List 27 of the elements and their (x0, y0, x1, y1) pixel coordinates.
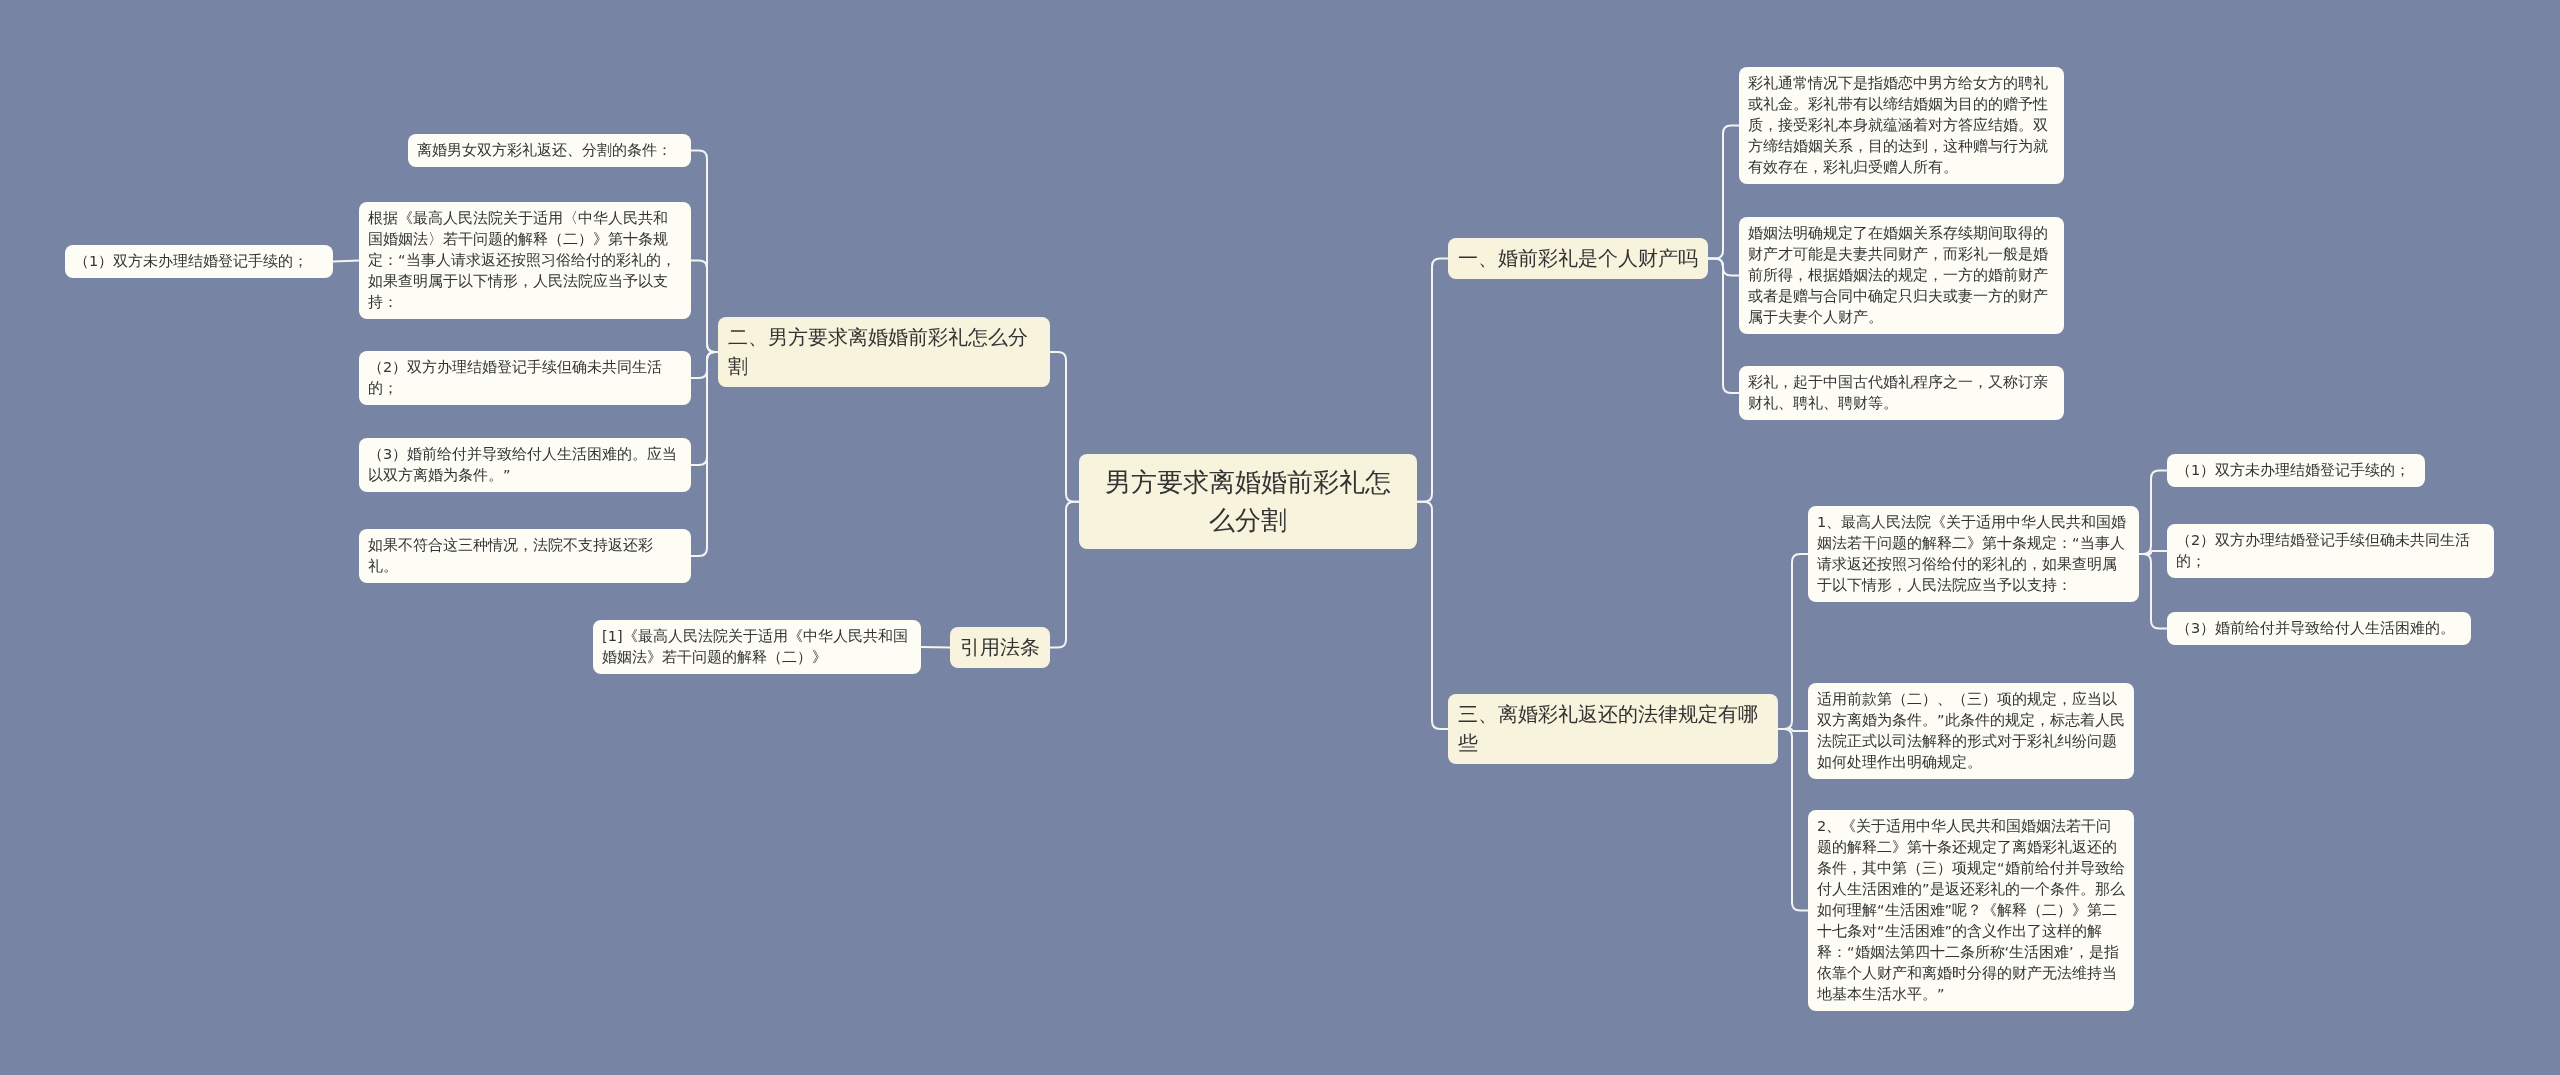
connector-line (920, 646, 951, 649)
leaf-note: 彩礼通常情况下是指婚恋中男方给女方的聘礼或礼金。彩礼带有以缔结婚姻为目的的赠予性质，接受彩礼本身就蕴涵着对方答应结婚。双方缔结婚姻关系，目的达到，这种赠与行为就有效存在，彩礼归受赠人所有。 (1739, 67, 2064, 185)
connector-line (1049, 500, 1080, 649)
leaf-note: 离婚男女双方彩礼返还、分割的条件： (408, 134, 691, 167)
branch-topic: 一、婚前彩礼是个人财产吗 (1448, 238, 1708, 279)
leaf-note: 彩礼，起于中国古代婚礼程序之一，又称订亲财礼、聘礼、聘财等。 (1739, 366, 2064, 421)
leaf-note: （2）双方办理结婚登记手续但确未共同生活的； (2167, 524, 2494, 579)
leaf-note: （3）婚前给付并导致给付人生活困难的。 (2167, 612, 2471, 645)
connector-line (1777, 728, 1809, 912)
connector-line (1707, 257, 1740, 394)
leaf-note: 适用前款第（二）、（三）项的规定，应当以双方离婚为条件。”此条件的规定，标志着人民法院正式以司法解释的形式对于彩礼纠纷问题如何处理作出明确规定。 (1808, 683, 2134, 780)
leaf-note: （1）双方未办理结婚登记手续的； (2167, 454, 2425, 487)
leaf-note: 如果不符合这三种情况，法院不支持返还彩礼。 (359, 529, 691, 584)
leaf-note: （2）双方办理结婚登记手续但确未共同生活的； (359, 351, 691, 406)
branch-topic: 二、男方要求离婚婚前彩礼怎么分割 (718, 317, 1050, 387)
leaf-note: 根据《最高人民法院关于适用〈中华人民共和国婚姻法〉若干问题的解释（二）》第十条规定：“当事人请求返还按照习俗给付的彩礼的，如果查明属于以下情形，人民法院应当予以支持： (359, 202, 691, 320)
leaf-note: （3）婚前给付并导致给付人生活困难的。应当以双方离婚为条件。” (359, 438, 691, 493)
branch-topic: 引用法条 (950, 627, 1050, 668)
connector-line (332, 259, 360, 263)
leaf-note: [1]《最高人民法院关于适用《中华人民共和国婚姻法》若干问题的解释（二）》 (593, 620, 921, 675)
leaf-note: （1）双方未办理结婚登记手续的； (65, 245, 333, 278)
root-topic: 男方要求离婚婚前彩礼怎么分割 (1079, 454, 1417, 550)
branch-topic: 三、离婚彩礼返还的法律规定有哪些 (1448, 694, 1778, 764)
leaf-note: 2、《关于适用中华人民共和国婚姻法若干问题的解释二》第十条还规定了离婚彩礼返还的条件，其中第（三）项规定“婚前给付并导致给付人生活困难的”是返还彩礼的一个条件。那么如何理解“生活困难”呢？《解释（二）》第二十七条对“生活困难”的含义作出了这样的解释：“婚姻法第四十二条所称‘生活困难’，是指依靠个人财产和离婚时分得的财产无法维持当地基本生活水平。” (1808, 810, 2134, 1012)
leaf-note: 婚姻法明确规定了在婚姻关系存续期间取得的财产才可能是夫妻共同财产，而彩礼一般是婚前所得，根据婚姻法的规定，一方的婚前财产或者是赠与合同中确定只归夫或妻一方的财产属于夫妻个人财产。 (1739, 217, 2064, 335)
connector-line (1416, 500, 1449, 730)
leaf-note: 1、最高人民法院《关于适用中华人民共和国婚姻法若干问题的解释二》第十条规定：“当事人请求返还按照习俗给付的彩礼的，如果查明属于以下情形，人民法院应当予以支持： (1808, 506, 2139, 603)
